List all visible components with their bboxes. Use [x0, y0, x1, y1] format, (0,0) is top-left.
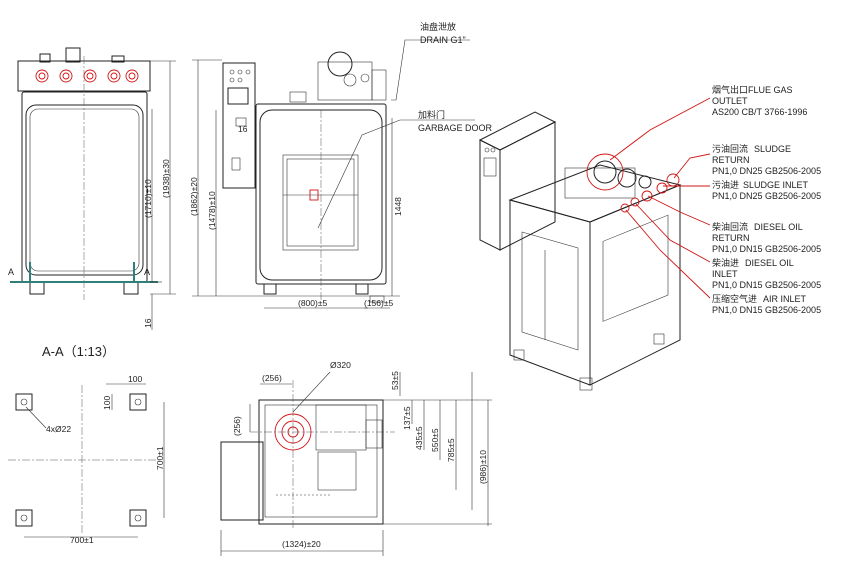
svg-text:OUTLET: OUTLET	[712, 96, 748, 106]
iso-callout-flue-gas: 烟气出口FLUE GAS OUTLET AS200 CB/T 3766-1996	[712, 84, 807, 117]
isometric-view	[478, 97, 711, 391]
dim-435: 435±5	[414, 426, 424, 450]
dim-16-left: 16	[143, 318, 153, 328]
dim-550: 550±5	[430, 428, 440, 452]
dim-1938: (1938)±30	[161, 159, 171, 198]
callout-door-cn: 加料门	[418, 109, 445, 120]
section-mark-right: A	[144, 267, 150, 277]
dim-785: 785±5	[446, 438, 456, 462]
svg-text:RETURN: RETURN	[712, 233, 750, 243]
section-title: A-A（1:13）	[42, 344, 115, 359]
dim-256-top: (256)	[262, 373, 282, 383]
svg-text:PN1,0 DN15 GB2506-2005: PN1,0 DN15 GB2506-2005	[712, 280, 821, 290]
dim-100-h: 100	[128, 374, 142, 384]
dim-700-h: 700±1	[70, 535, 94, 545]
left-side-view: A A (1710)±10 (1938)±30 16	[8, 47, 176, 330]
dim-1862: (1862)±20	[189, 177, 199, 216]
dim-256-left: (256)	[232, 416, 242, 436]
callout-door-en: GARBAGE DOOR	[418, 123, 493, 133]
dim-53: 53±5	[390, 371, 400, 390]
control-cabinet	[222, 62, 256, 189]
dim-1478: (1478)±10	[207, 191, 217, 230]
section-mark-left: A	[8, 267, 14, 277]
svg-text:INLET: INLET	[712, 269, 738, 279]
svg-text:PN1,0 DN15 GB2506-2005: PN1,0 DN15 GB2506-2005	[712, 244, 821, 254]
svg-text:RETURN: RETURN	[712, 155, 750, 165]
label-16-front: 16	[238, 124, 248, 134]
dim-100-v: 100	[102, 396, 112, 410]
svg-text:AS200 CB/T 3766-1996: AS200 CB/T 3766-1996	[712, 107, 807, 117]
svg-text:烟气出口FLUE GAS: 烟气出口FLUE GAS	[712, 84, 793, 95]
dim-800: (800)±5	[298, 298, 328, 308]
callout-drain-en: DRAIN G1"	[420, 35, 466, 45]
svg-text:PN1,0 DN25 GB2506-2005: PN1,0 DN25 GB2506-2005	[712, 191, 821, 201]
dim-1448: 1448	[393, 197, 403, 216]
top-view: (256) Ø320 (256) 53±5 137±5 435±5 550±5 …	[220, 360, 492, 556]
dim-986: (986)±10	[478, 450, 488, 484]
callout-drain-cn: 油盘泄放	[420, 21, 456, 32]
svg-text:PN1,0 DN15 GB2506-2005: PN1,0 DN15 GB2506-2005	[712, 305, 821, 315]
dim-1710: (1710)±10	[143, 179, 153, 218]
dim-1324: (1324)±20	[282, 539, 321, 549]
dim-d320: Ø320	[330, 360, 351, 370]
dim-137: 137±5	[402, 406, 412, 430]
section-a-a-view: A-A（1:13） 100 100 4xØ22 700±1 700±1	[8, 344, 165, 545]
front-view: 16 (1862)±20 (1478)±10 1448 (800)±5 (156…	[189, 21, 493, 309]
svg-text:PN1,0 DN25 GB2506-2005: PN1,0 DN25 GB2506-2005	[712, 166, 821, 176]
dim-156: (156)±5	[364, 298, 394, 308]
dim-700-v: 700±1	[155, 446, 165, 470]
dim-4xd22: 4xØ22	[46, 424, 71, 434]
